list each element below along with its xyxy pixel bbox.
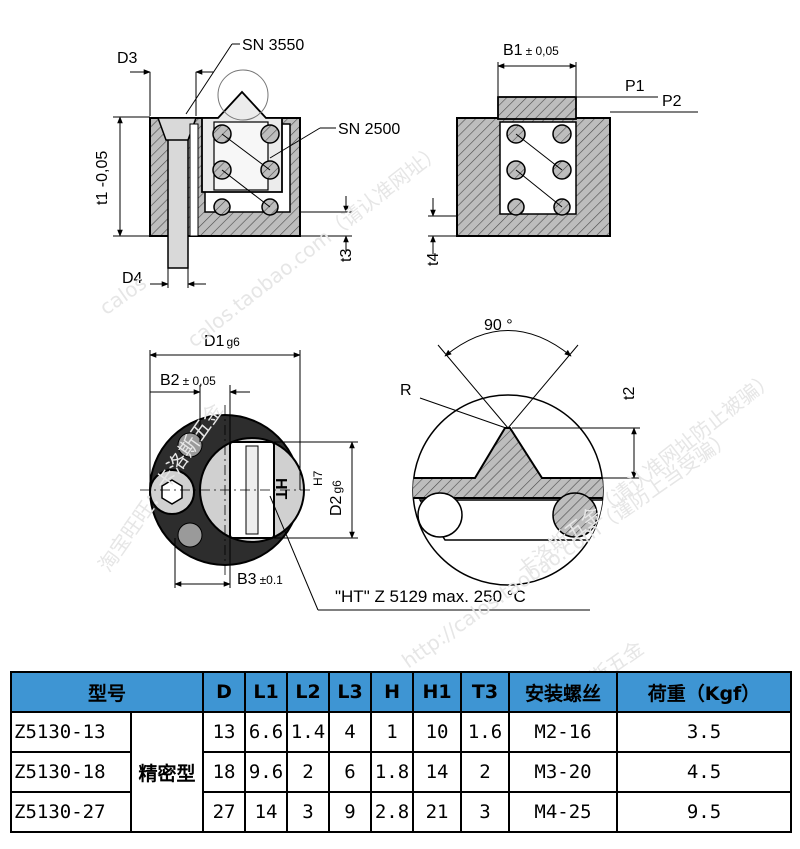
l2-cell: 2 [286, 751, 331, 793]
table-header-row: 型号 D L1 L2 L3 H H1 T3 安装螺丝 荷重（Kgf） [9, 671, 793, 713]
d-cell: 13 [202, 711, 247, 753]
h-cell: 1 [370, 711, 415, 753]
spec-table: 型号 D L1 L2 L3 H H1 T3 安装螺丝 荷重（Kgf） Z5130… [9, 671, 793, 833]
header-l1: L1 [244, 671, 289, 713]
technical-drawing: D3 SN 3550 SN 2500 t1 -0,05 D4 t3 [94, 37, 698, 611]
radius-label: R [400, 382, 412, 399]
l3-cell: 9 [328, 791, 373, 833]
ht-stamp: HT [272, 478, 289, 500]
d2-label: D2g6 [328, 480, 345, 516]
h-cell: 1.8 [370, 751, 415, 793]
model-cell: Z5130-18 [10, 751, 132, 793]
t1-label: t1 -0,05 [94, 151, 111, 205]
screw-cell: M3-20 [508, 751, 619, 793]
header-load: 荷重（Kgf） [616, 671, 793, 713]
b1-label: B1± 0,05 [503, 42, 559, 59]
h-cell: 2.8 [370, 791, 415, 833]
l2-cell: 3 [286, 791, 331, 833]
h7-label: H7 [311, 470, 325, 486]
t3-label: t3 [338, 249, 355, 262]
d3-label: D3 [117, 50, 138, 67]
angle-label: 90 ° [484, 317, 513, 334]
sn2500-label: SN 2500 [338, 121, 400, 138]
sn3550-label: SN 3550 [242, 37, 304, 54]
header-h: H [370, 671, 415, 713]
load-cell: 3.5 [616, 711, 793, 753]
l3-cell: 4 [328, 711, 373, 753]
t2-label: t2 [621, 387, 638, 400]
model-cell: Z5130-27 [10, 791, 132, 833]
b2-label: B2± 0,05 [160, 372, 216, 389]
header-model: 型号 [9, 671, 205, 713]
load-cell: 4.5 [616, 751, 793, 793]
side-section-view: D3 SN 3550 SN 2500 t1 -0,05 D4 t3 [94, 37, 400, 288]
l1-cell: 6.6 [244, 711, 289, 753]
table-row: Z5130-27 27 14 3 9 2.8 21 3 M4-25 9.5 [10, 791, 793, 833]
p2-label: P2 [662, 93, 682, 110]
detail-view: 90 ° R t2 [400, 317, 640, 586]
d-cell: 27 [202, 791, 247, 833]
screw-cell: M4-25 [508, 791, 619, 833]
t3-cell: 2 [460, 751, 511, 793]
header-h1: H1 [412, 671, 463, 713]
t3-cell: 1.6 [460, 711, 511, 753]
table-row: Z5130-13 精密型 13 6.6 1.4 4 1 10 1.6 M2-16… [10, 711, 793, 833]
header-l3: L3 [328, 671, 373, 713]
marking-note: "HT" Z 5129 max. 250 °C [335, 587, 526, 606]
d-cell: 18 [202, 751, 247, 793]
front-section-view: B1± 0,05 P1 P2 t4 [425, 42, 698, 266]
b3-label: B3±0.1 [237, 571, 283, 588]
d4-label: D4 [122, 270, 143, 287]
h1-cell: 14 [412, 751, 463, 793]
screw-cell: M2-16 [508, 711, 619, 753]
t4-label: t4 [425, 253, 442, 266]
header-d: D [202, 671, 247, 713]
t3-cell: 3 [460, 791, 511, 833]
l1-cell: 9.6 [244, 751, 289, 793]
h1-cell: 10 [412, 711, 463, 753]
type-cell: 精密型 [129, 711, 205, 833]
header-screw: 安装螺丝 [508, 671, 619, 713]
model-cell: Z5130-13 [10, 711, 132, 753]
l1-cell: 14 [244, 791, 289, 833]
p1-label: P1 [625, 78, 645, 95]
header-l2: L2 [286, 671, 331, 713]
table-row: Z5130-18 18 9.6 2 6 1.8 14 2 M3-20 4.5 [10, 751, 793, 793]
l3-cell: 6 [328, 751, 373, 793]
h1-cell: 21 [412, 791, 463, 833]
l2-cell: 1.4 [286, 711, 331, 753]
load-cell: 9.5 [616, 791, 793, 833]
header-t3: T3 [460, 671, 511, 713]
